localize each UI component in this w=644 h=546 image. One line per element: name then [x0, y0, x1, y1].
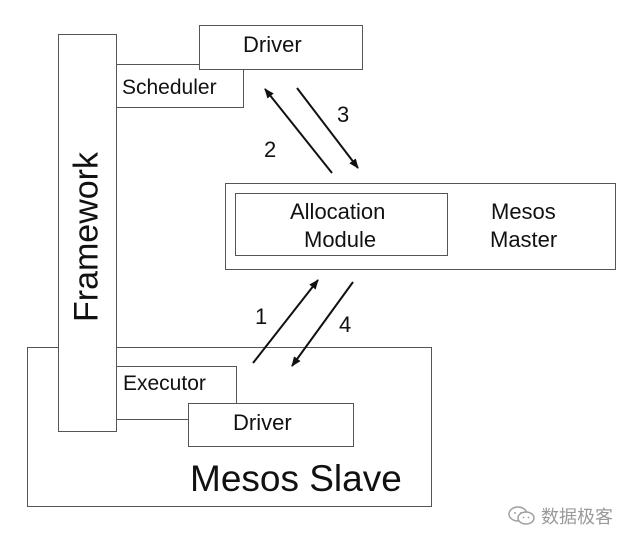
driver-bottom-box	[188, 403, 354, 447]
watermark: 数据极客	[508, 504, 613, 528]
wechat-icon	[508, 506, 535, 525]
driver-top-label: Driver	[243, 32, 302, 57]
scheduler-label: Scheduler	[122, 76, 217, 99]
driver-top-box	[199, 25, 363, 70]
mesos-slave-label: Mesos Slave	[190, 458, 402, 499]
allocation-label-line1: Allocation	[290, 199, 386, 224]
arrow-3	[296, 87, 359, 169]
arrow-label-2: 2	[264, 137, 277, 162]
arrow-label-3: 3	[337, 102, 350, 127]
watermark-text: 数据极客	[541, 507, 613, 528]
allocation-label-line2: Module	[304, 227, 377, 252]
arrow-4	[291, 281, 354, 367]
scheduler-box	[113, 64, 244, 108]
executor-label: Executor	[123, 372, 206, 395]
master-label-line2: Master	[490, 227, 558, 252]
master-label-line1: Mesos	[491, 199, 556, 224]
arrow-label-1: 1	[255, 304, 268, 329]
arrow-label-4: 4	[339, 312, 352, 337]
driver-bottom-label: Driver	[233, 410, 292, 435]
arrow-2	[264, 88, 333, 174]
allocation-module-box	[235, 193, 448, 256]
framework-box	[58, 34, 117, 432]
arrow-1	[252, 279, 319, 364]
